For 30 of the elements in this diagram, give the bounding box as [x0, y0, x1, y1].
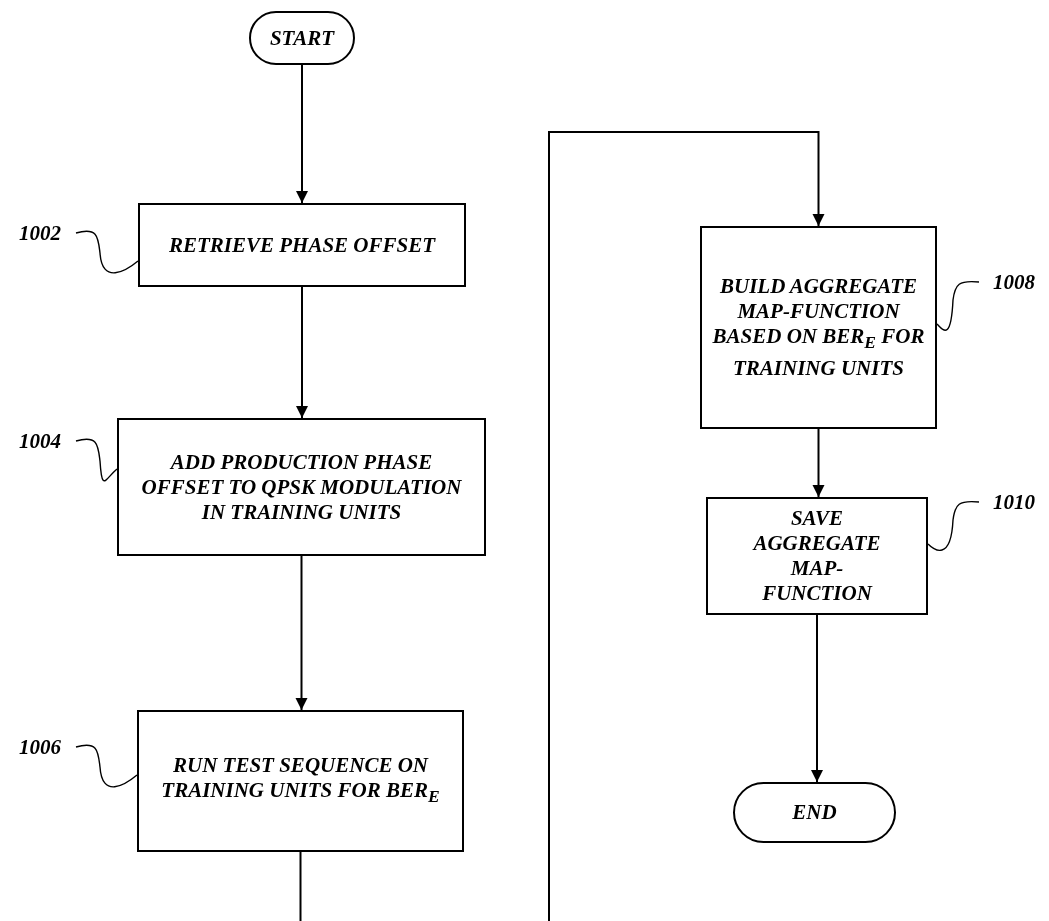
- arrow: [296, 286, 308, 419]
- arrow: [812, 428, 825, 498]
- step-text: END: [792, 800, 837, 825]
- process-box: [138, 203, 466, 287]
- process-box: [117, 418, 486, 556]
- step-text: RUN TEST SEQUENCE ON TRAINING UNITS FOR BER$_{E}$: [160, 752, 441, 809]
- step-text: SAVE AGGREGATE MAP- FUNCTION: [751, 506, 882, 606]
- terminator-shape: [249, 11, 355, 65]
- arrow: [295, 555, 308, 711]
- leader-line: [75, 438, 118, 482]
- step-text: START: [269, 25, 335, 51]
- arrow: [296, 64, 308, 204]
- step-text: ADD PRODUCTION PHASE OFFSET TO QPSK MODULATION IN TRAINING UNITS: [140, 449, 463, 525]
- step-text: BUILD AGGREGATE MAP-FUNCTION BASED ON BER$_{E}$ FOR TRAINING UNITS: [711, 274, 926, 381]
- terminator-shape: [733, 782, 896, 843]
- leader-line: [927, 500, 980, 551]
- process-box: [137, 710, 464, 852]
- leader-line: [75, 744, 138, 788]
- step-text: RETRIEVE PHASE OFFSET: [168, 232, 436, 258]
- arrow: [811, 614, 823, 783]
- reference-numeral: 1008: [985, 269, 1043, 295]
- reference-numeral: 1010: [985, 489, 1043, 515]
- reference-numeral: 1002: [12, 220, 68, 246]
- arrow: [548, 131, 825, 921]
- leader-line: [936, 280, 980, 331]
- leader-line: [75, 230, 139, 274]
- reference-numeral: 1004: [12, 428, 68, 454]
- process-box: [700, 226, 937, 429]
- reference-numeral: 1006: [12, 734, 68, 760]
- process-box: [706, 497, 928, 615]
